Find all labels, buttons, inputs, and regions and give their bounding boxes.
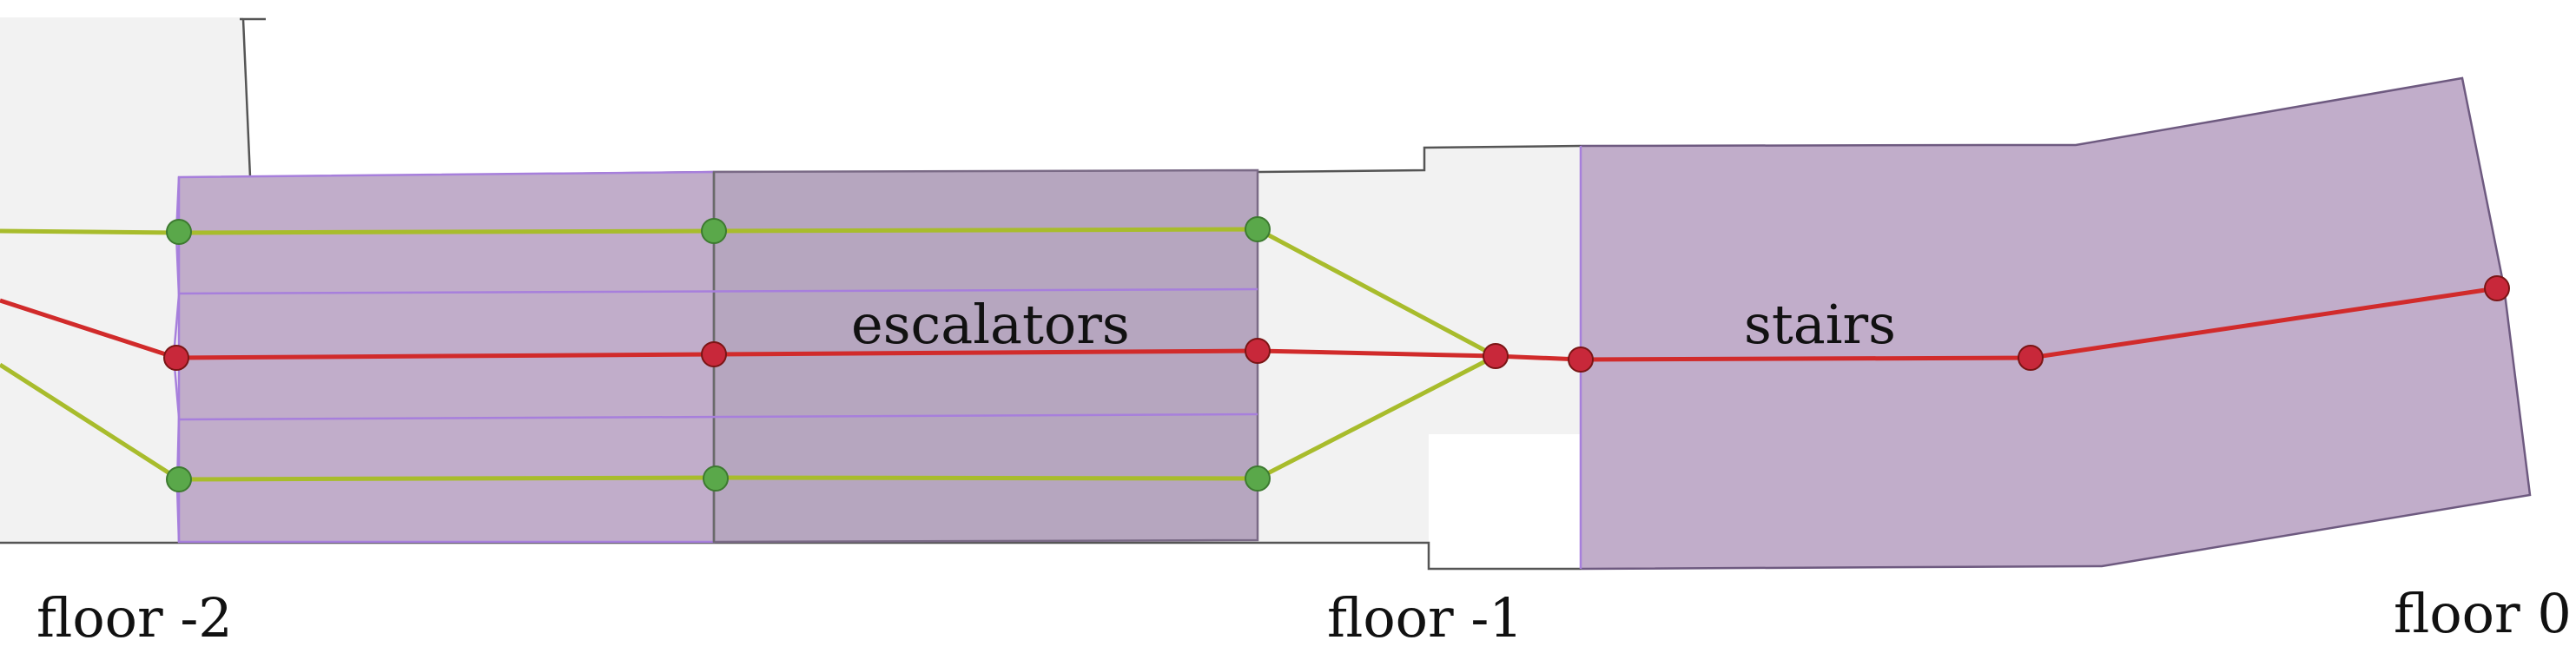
escalator-lane-line	[178, 287, 1258, 295]
red-node	[163, 345, 189, 371]
red-node	[2484, 275, 2510, 301]
stairs-zone-top-outline	[1580, 143, 2003, 148]
red-node	[2018, 345, 2044, 371]
floor-plan-top-outline	[241, 18, 1582, 179]
red-path	[0, 286, 2498, 362]
red-node	[1483, 343, 1509, 369]
escalators-label: escalators	[851, 293, 1130, 356]
green-node	[703, 465, 729, 492]
stairs-label: stairs	[1744, 293, 1896, 356]
floor-plan-bottom-outline	[0, 541, 1581, 571]
escalator-zone-right	[712, 168, 1259, 544]
floor-minus2-label: floor -2	[36, 586, 233, 650]
red-node	[1245, 338, 1271, 364]
red-node	[1568, 346, 1594, 373]
green-node	[701, 218, 727, 244]
red-node	[701, 341, 727, 367]
escalator-lane-line	[178, 412, 1258, 421]
green-node	[166, 219, 192, 245]
green-node	[1245, 465, 1271, 492]
stairs-zone	[1581, 78, 2530, 569]
green-node	[1245, 216, 1271, 242]
floor-minus1-label: floor -1	[1327, 586, 1523, 650]
green-node	[166, 466, 192, 492]
floor-0-label: floor 0	[2394, 582, 2572, 645]
